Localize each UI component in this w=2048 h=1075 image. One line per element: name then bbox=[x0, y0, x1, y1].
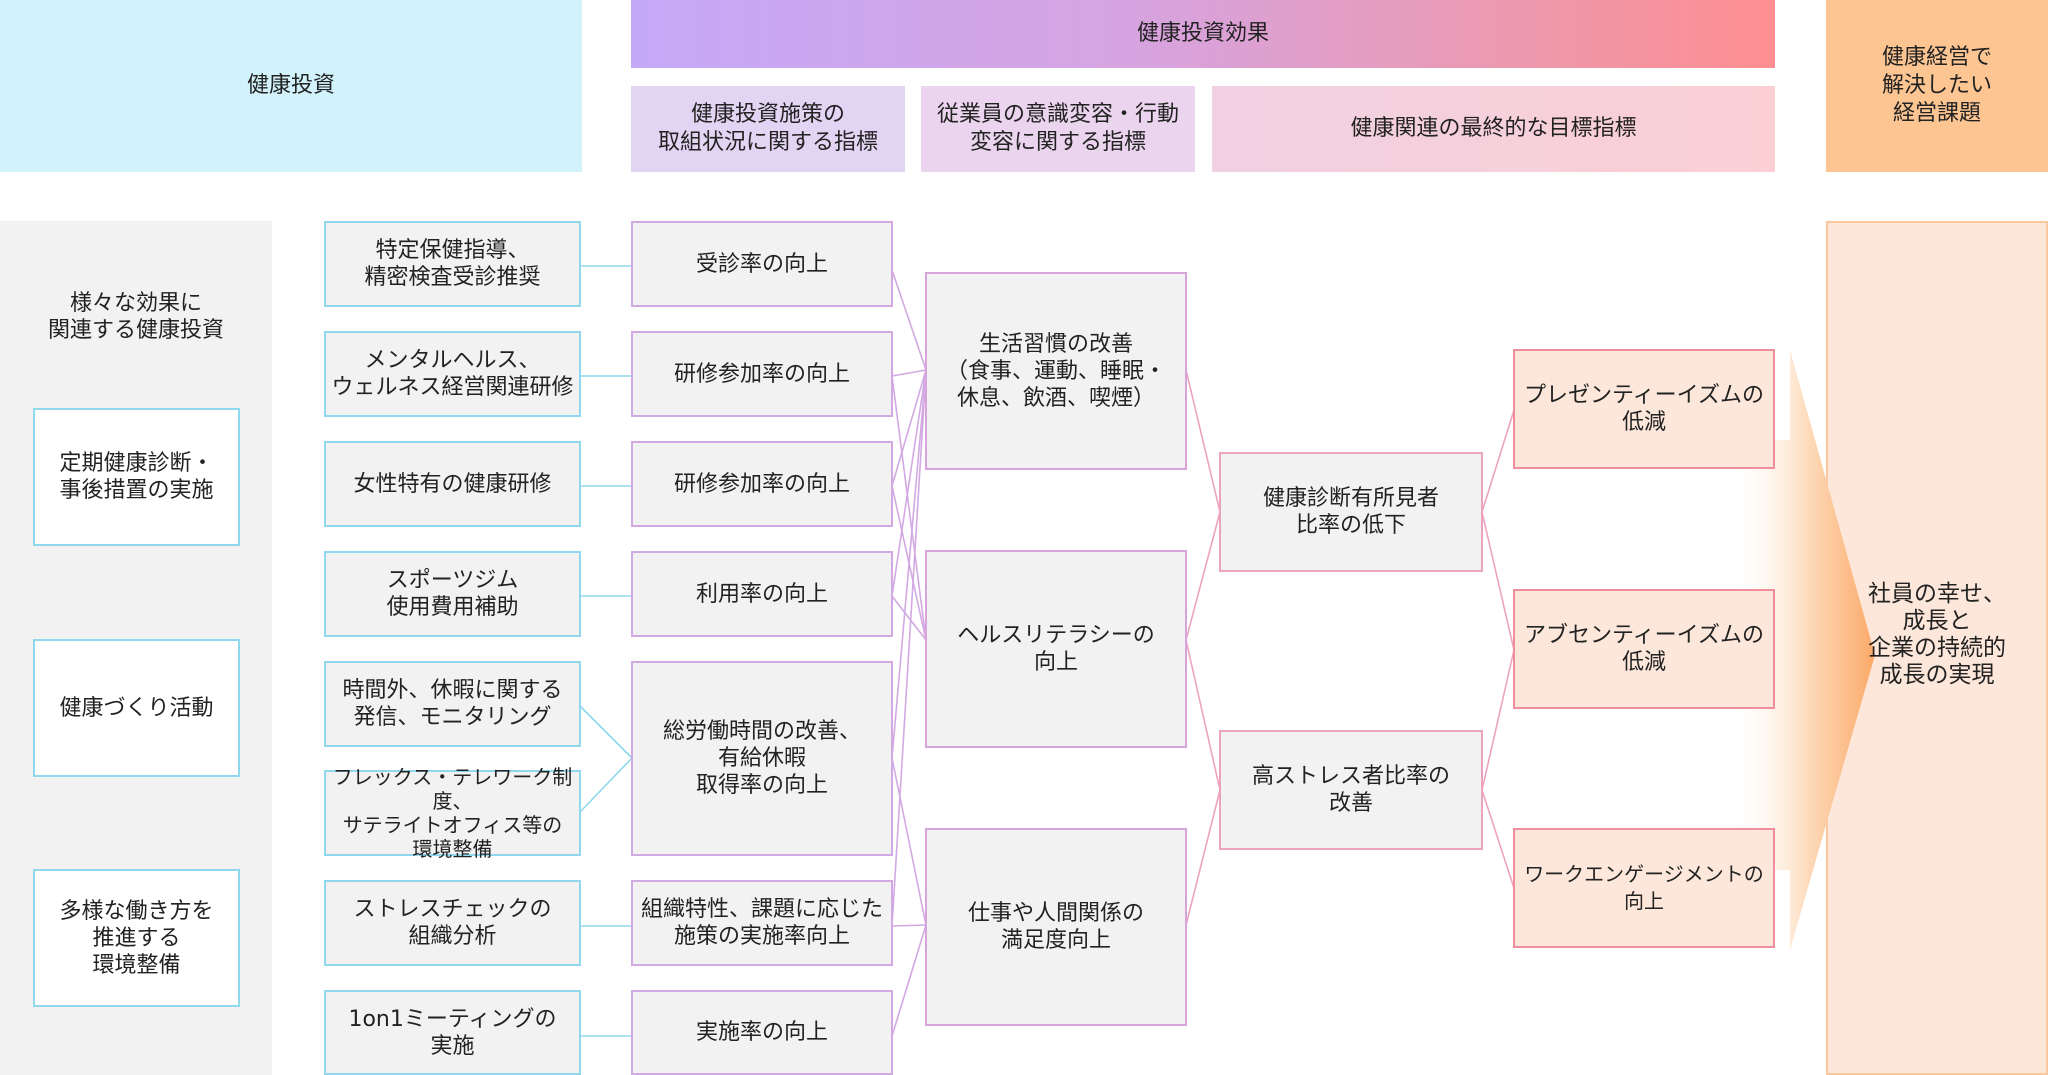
health-metric: 高ストレス者比率の 改善 bbox=[1219, 730, 1483, 850]
investment-item: ストレスチェックの 組織分析 bbox=[324, 880, 581, 966]
left-panel-title: 様々な効果に 関連する健康投資 bbox=[47, 291, 224, 343]
health-metric: 健康診断有所見者 比率の低下 bbox=[1219, 452, 1483, 572]
category-health-activities: 健康づくり活動 bbox=[33, 639, 240, 777]
header-awareness-indicators: 従業員の意識変容・行動 変容に関する指標 bbox=[921, 86, 1195, 172]
header-final-indicators: 健康関連の最終的な目標指標 bbox=[1212, 86, 1775, 172]
goal-text: 社員の幸せ、 成長と 企業の持続的 成長の実現 bbox=[1868, 581, 2006, 688]
measure-metric: 組織特性、課題に応じた 施策の実施率向上 bbox=[631, 880, 893, 966]
investment-item: メンタルヘルス、 ウェルネス経営関連研修 bbox=[324, 331, 581, 417]
investment-item: フレックス・テレワーク制度、 サテライトオフィス等の 環境整備 bbox=[324, 765, 581, 861]
final-metric: プレゼンティーイズムの 低減 bbox=[1513, 349, 1775, 469]
category-checkup: 定期健康診断・ 事後措置の実施 bbox=[33, 408, 240, 546]
awareness-metric: 生活習慣の改善 （食事、運動、睡眠・ 休息、飲酒、喫煙） bbox=[925, 272, 1187, 470]
final-metric: ワークエンゲージメントの 向上 bbox=[1513, 828, 1775, 948]
awareness-metric: ヘルスリテラシーの 向上 bbox=[925, 550, 1187, 748]
big-arrow bbox=[1730, 350, 1875, 950]
investment-item: 女性特有の健康研修 bbox=[324, 441, 581, 527]
header-measure-indicators: 健康投資施策の 取組状況に関する指標 bbox=[631, 86, 905, 172]
measure-metric: 研修参加率の向上 bbox=[631, 441, 893, 527]
measure-metric: 研修参加率の向上 bbox=[631, 331, 893, 417]
measure-metric: 受診率の向上 bbox=[631, 221, 893, 307]
investment-item: 時間外、休暇に関する 発信、モニタリング bbox=[324, 661, 581, 747]
header-investment: 健康投資 bbox=[0, 0, 582, 172]
measure-metric: 実施率の向上 bbox=[631, 990, 893, 1075]
header-management-issue: 健康経営で 解決したい 経営課題 bbox=[1826, 0, 2048, 172]
final-metric: アブセンティーイズムの 低減 bbox=[1513, 589, 1775, 709]
investment-item: 特定保健指導、 精密検査受診推奨 bbox=[324, 221, 581, 307]
investment-item: スポーツジム 使用費用補助 bbox=[324, 551, 581, 637]
awareness-metric: 仕事や人間関係の 満足度向上 bbox=[925, 828, 1187, 1026]
header-effect: 健康投資効果 bbox=[631, 0, 1775, 68]
investment-item: 1on1ミーティングの 実施 bbox=[324, 990, 581, 1075]
category-work-style: 多様な働き方を 推進する 環境整備 bbox=[33, 869, 240, 1007]
measure-metric: 利用率の向上 bbox=[631, 551, 893, 637]
measure-metric: 総労働時間の改善、 有給休暇 取得率の向上 bbox=[631, 661, 893, 856]
